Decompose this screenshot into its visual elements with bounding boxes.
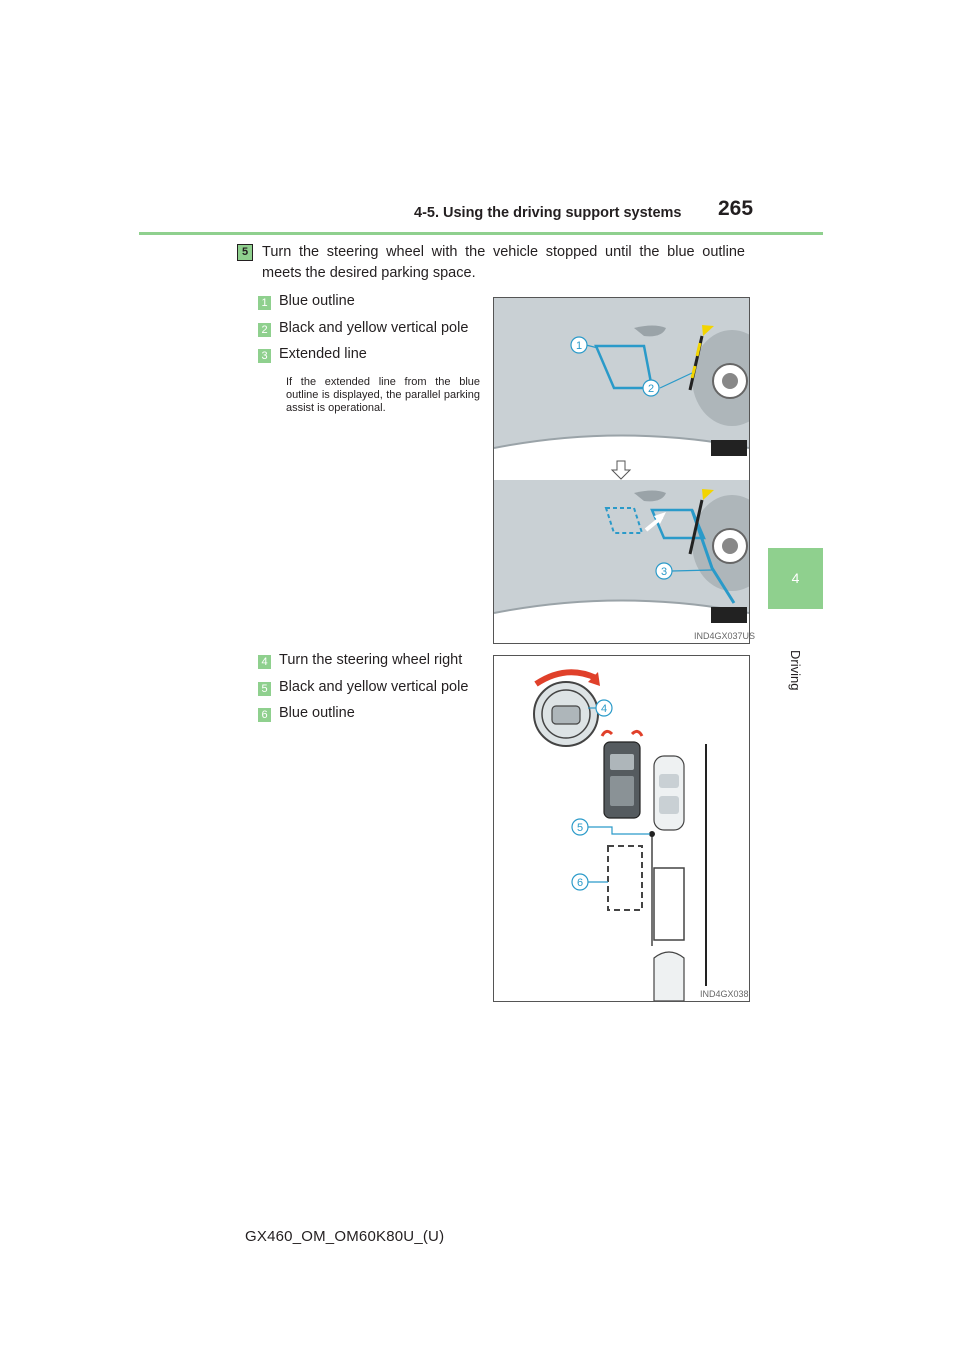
legend-number: 5 xyxy=(258,682,271,696)
legend-label: Blue outline xyxy=(279,705,355,721)
figure-code: IND4GX037US xyxy=(694,631,756,641)
legend-label: Black and yellow vertical pole xyxy=(279,679,469,695)
overhead-parking-diagram: 4 5 6 IND4GX038 xyxy=(493,655,750,1002)
figure-callout: 1 xyxy=(576,340,582,352)
legend-label: Blue outline xyxy=(279,293,355,309)
section-title: 4-5. Using the driving support systems xyxy=(414,205,682,221)
legend-number: 6 xyxy=(258,708,271,722)
chapter-label: Driving xyxy=(788,650,803,691)
document-code: GX460_OM_OM60K80U_(U) xyxy=(245,1228,445,1245)
extended-line-note: If the extended line from the blue outli… xyxy=(286,376,480,414)
step-number-badge: 5 xyxy=(237,244,253,261)
figure-callout: 2 xyxy=(648,383,654,395)
chapter-tab[interactable]: 4 xyxy=(768,548,823,609)
header-divider xyxy=(139,232,823,235)
legend-label: Black and yellow vertical pole xyxy=(279,320,469,336)
legend-number: 4 xyxy=(258,655,271,669)
legend-number: 1 xyxy=(258,296,271,310)
legend-number: 2 xyxy=(258,323,271,337)
page-number: 265 xyxy=(718,197,754,220)
figure-callout: 6 xyxy=(577,877,583,889)
figure-code: IND4GX038 xyxy=(700,989,749,999)
figure-callout: 4 xyxy=(601,703,607,715)
figure-callout: 3 xyxy=(661,566,667,578)
legend-number: 3 xyxy=(258,349,271,363)
step-instruction: Turn the steering wheel with the vehicle… xyxy=(262,244,745,281)
parking-assist-camera-figure: 1 2 3 IND4GX037US xyxy=(493,297,755,644)
legend-label: Extended line xyxy=(279,346,367,362)
legend-label: Turn the steering wheel right xyxy=(279,652,463,668)
figure-callout: 5 xyxy=(577,822,583,834)
